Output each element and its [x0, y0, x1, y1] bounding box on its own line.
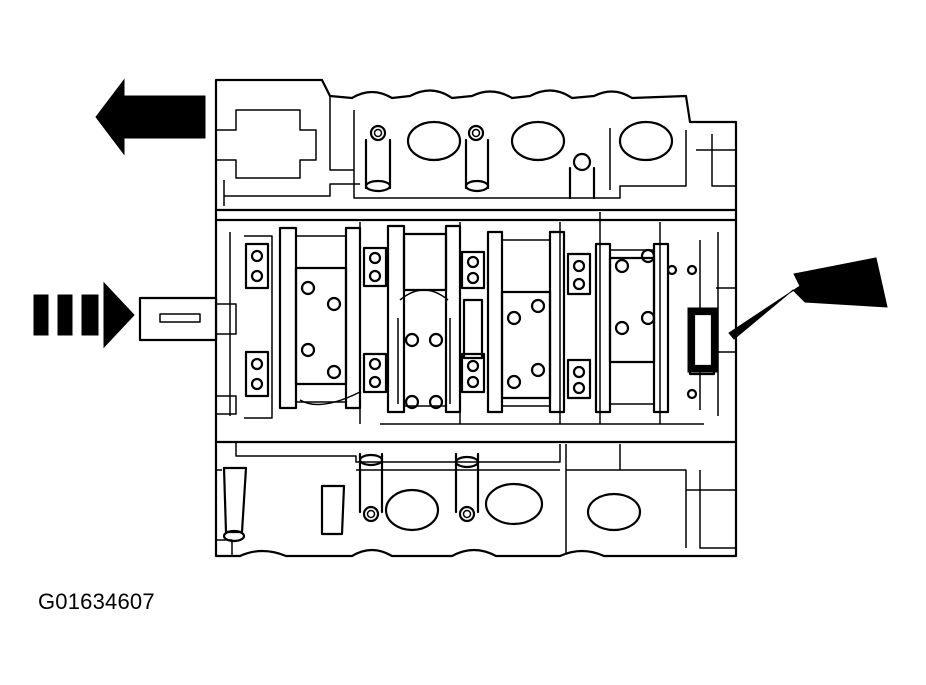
- dashed-right-arrow-icon: [33, 281, 135, 349]
- diagonal-pointer-arrow-icon: [728, 257, 888, 340]
- figure-code-label: G01634607: [38, 589, 155, 614]
- left-arrow-icon: [95, 78, 206, 156]
- block-outline: [138, 78, 738, 558]
